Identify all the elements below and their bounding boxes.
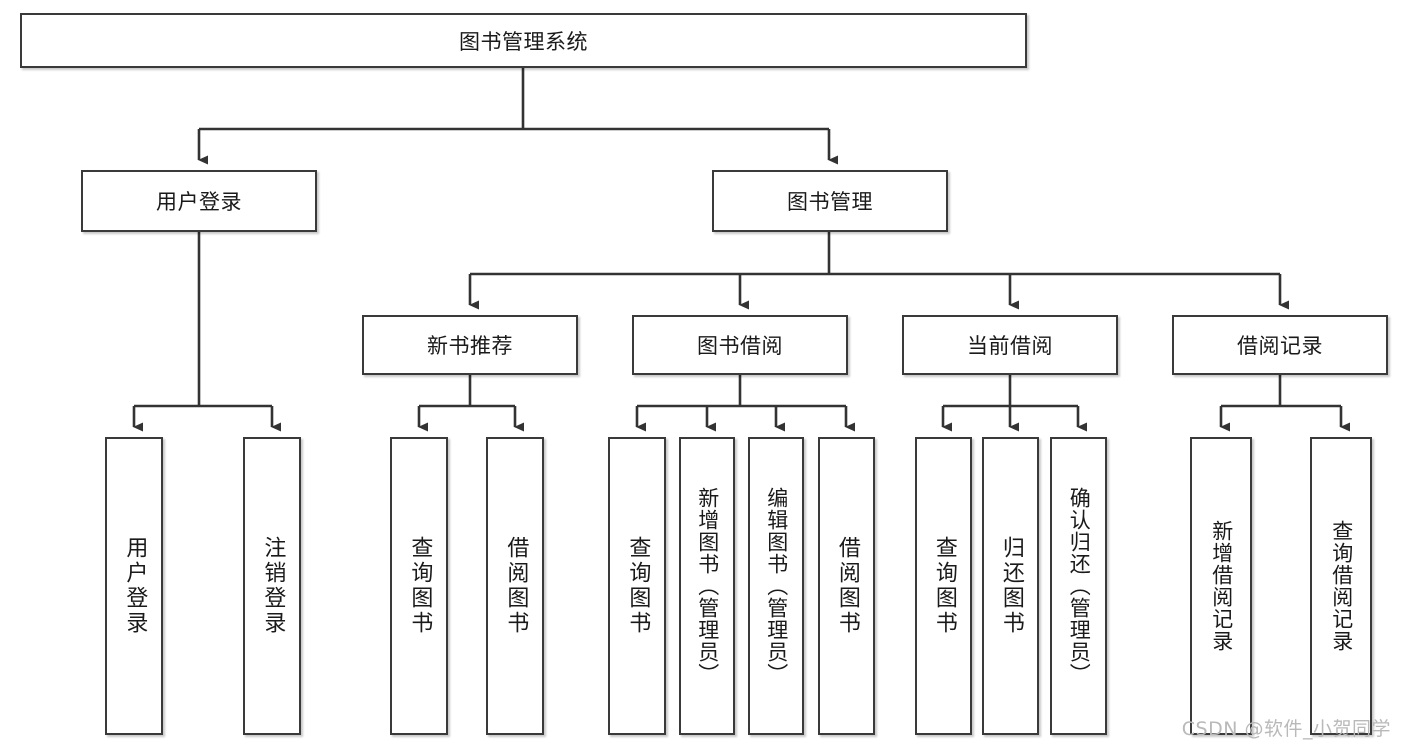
node-leaf-return-book[interactable]: 归还图书 — [982, 437, 1039, 735]
node-book-borrow-label: 图书借阅 — [697, 334, 783, 358]
node-leaf-confirm-return-label: 确认归还（管理员） — [1067, 487, 1092, 685]
node-user-login[interactable]: 用户登录 — [81, 170, 317, 232]
node-leaf-user-login[interactable]: 用户登录 — [105, 437, 163, 735]
node-borrow-record-label: 借阅记录 — [1237, 334, 1323, 358]
node-leaf-query-book-1[interactable]: 查询图书 — [390, 437, 448, 735]
node-leaf-add-record-label: 新增借阅记录 — [1209, 520, 1234, 652]
node-leaf-query-book-1-label: 查询图书 — [407, 536, 433, 636]
node-leaf-confirm-return[interactable]: 确认归还（管理员） — [1050, 437, 1107, 735]
node-leaf-logout-label: 注销登录 — [260, 536, 286, 636]
node-new-book-rec[interactable]: 新书推荐 — [362, 315, 578, 375]
node-leaf-user-login-label: 用户登录 — [122, 536, 148, 636]
node-book-manage[interactable]: 图书管理 — [712, 170, 948, 232]
node-book-manage-label: 图书管理 — [787, 190, 873, 214]
node-leaf-add-book-label: 新增图书（管理员） — [695, 487, 720, 685]
node-borrow-record[interactable]: 借阅记录 — [1172, 315, 1388, 375]
node-leaf-return-book-label: 归还图书 — [998, 536, 1024, 636]
node-leaf-add-book[interactable]: 新增图书（管理员） — [679, 437, 735, 735]
node-current-borrow[interactable]: 当前借阅 — [902, 315, 1118, 375]
node-root-label: 图书管理系统 — [459, 29, 588, 54]
node-leaf-query-record[interactable]: 查询借阅记录 — [1310, 437, 1372, 735]
node-leaf-borrow-book-1[interactable]: 借阅图书 — [486, 437, 544, 735]
node-new-book-rec-label: 新书推荐 — [427, 334, 513, 358]
node-leaf-query-book-3[interactable]: 查询图书 — [915, 437, 972, 735]
watermark-text: CSDN @软件_小贺同学 — [1181, 718, 1391, 740]
node-leaf-query-record-label: 查询借阅记录 — [1329, 520, 1354, 652]
node-root[interactable]: 图书管理系统 — [20, 13, 1027, 68]
node-leaf-edit-book[interactable]: 编辑图书（管理员） — [748, 437, 804, 735]
node-leaf-logout[interactable]: 注销登录 — [243, 437, 301, 735]
node-user-login-label: 用户登录 — [156, 190, 242, 214]
node-leaf-add-record[interactable]: 新增借阅记录 — [1190, 437, 1252, 735]
node-leaf-query-book-3-label: 查询图书 — [931, 536, 957, 636]
node-leaf-edit-book-label: 编辑图书（管理员） — [764, 487, 789, 685]
node-leaf-query-book-2-label: 查询图书 — [625, 536, 651, 636]
node-leaf-borrow-book-1-label: 借阅图书 — [503, 536, 529, 636]
node-leaf-borrow-book-2-label: 借阅图书 — [834, 536, 860, 636]
node-leaf-query-book-2[interactable]: 查询图书 — [608, 437, 666, 735]
node-current-borrow-label: 当前借阅 — [967, 334, 1053, 358]
node-leaf-borrow-book-2[interactable]: 借阅图书 — [818, 437, 875, 735]
node-book-borrow[interactable]: 图书借阅 — [632, 315, 848, 375]
